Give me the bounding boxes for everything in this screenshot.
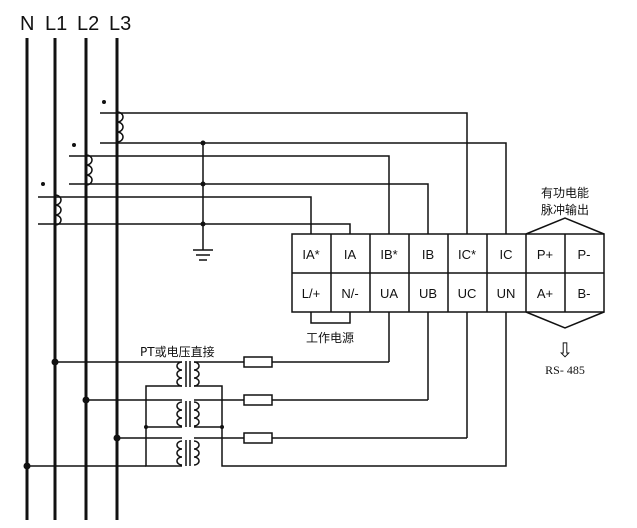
terminal-a-plus: A+ [537,286,553,301]
bus-label-l2: L2 [77,13,99,35]
pulse-output-label-line1: 有功电能 [541,186,589,200]
terminal-un: UN [497,286,516,301]
pt-label: PT或电压直接 [140,344,215,359]
rs485-brace [525,311,605,329]
terminal-ic: IC [500,247,513,262]
pulse-output-brace [525,217,605,235]
bus-label-l3: L3 [109,13,131,35]
terminal-ib-star: IB* [380,247,397,262]
terminal-p-minus: P- [578,247,591,262]
fuse-c [243,432,273,444]
down-arrow-icon: ⇩ [557,340,574,362]
terminal-ic-star: IC* [458,247,476,262]
terminal-ub: UB [419,286,437,301]
power-supply-wire [310,312,351,324]
ground-icon [193,249,213,261]
pt-secondary-wiring [194,312,507,467]
ct-coil-phase-c [102,100,124,143]
bus-label-l1: L1 [45,13,67,35]
terminal-p-plus: P+ [537,247,553,262]
terminal-l-plus: L/+ [302,286,320,301]
terminal-ia: IA [344,247,357,262]
terminal-block: IA* IA IB* IB IC* IC P+ P- L/+ N/- UA UB… [291,233,605,313]
rs485-label: RS- 485 [545,363,585,377]
pulse-output-label-line2: 脉冲输出 [541,202,589,217]
power-supply-label: 工作电源 [306,331,354,345]
bus-label-n: N [20,13,34,35]
terminal-uc: UC [458,286,477,301]
pt-primary-wiring [23,358,182,470]
pt-transformer-c [176,440,200,466]
pt-transformer-b [176,401,200,427]
terminal-ua: UA [380,286,398,301]
ct-wiring [38,112,507,250]
terminal-n-minus: N/- [341,286,358,301]
terminal-ia-star: IA* [302,247,319,262]
terminal-b-minus: B- [578,286,591,301]
pt-transformer-a [176,361,200,387]
fuse-b [243,394,273,406]
ct-coil-phase-a [41,182,62,226]
fuse-a [243,356,273,368]
terminal-ib: IB [422,247,434,262]
ct-coil-phase-b [72,143,93,186]
